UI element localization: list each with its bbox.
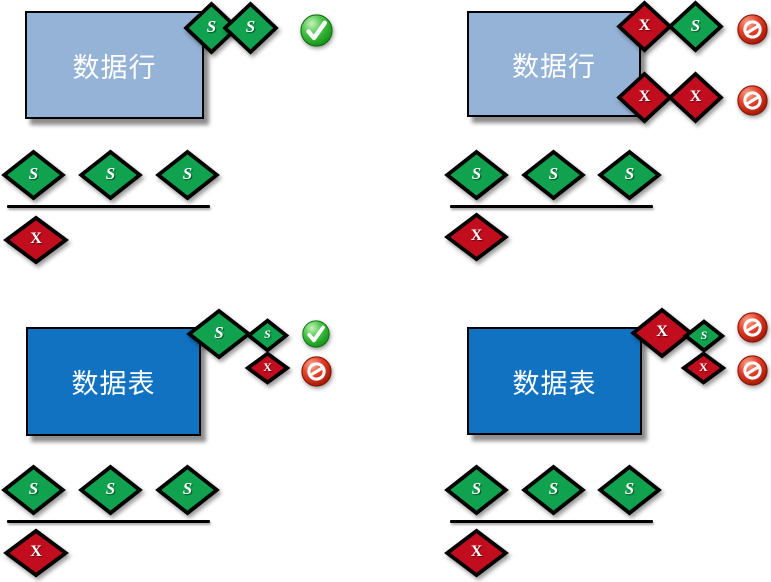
deny-diamond: X (618, 2, 671, 51)
grant-diamond: S (157, 466, 218, 514)
grant-diamond: S (523, 151, 584, 199)
grant-diamond: S (446, 151, 507, 199)
deny-diamond: X (5, 530, 67, 576)
data-row-box-label: 数据行 (512, 51, 596, 82)
grant-diamond: S (599, 466, 660, 514)
allowed-check-icon (300, 14, 333, 47)
deny-diamond: X (446, 530, 507, 576)
deny-diamond: X (446, 214, 507, 260)
grant-diamond: S (3, 151, 64, 199)
legend-divider-line (450, 205, 653, 208)
deny-diamond: X (669, 73, 722, 122)
deny-diamond: X (618, 73, 671, 122)
deny-diamond: X (5, 217, 67, 263)
data-table-box-label: 数据表 (512, 368, 597, 399)
blocked-no-entry-icon (301, 356, 332, 387)
grant-diamond: S (157, 151, 218, 199)
data-table-box: 数据表 (467, 327, 642, 435)
allowed-check-icon (302, 320, 330, 348)
legend-divider-line (7, 205, 210, 208)
grant-diamond: S (224, 3, 277, 53)
grant-diamond: S (669, 2, 722, 51)
grant-diamond: S (446, 466, 507, 514)
legend-divider-line (450, 520, 653, 523)
blocked-no-entry-icon (737, 14, 768, 45)
data-row-box: 数据行 (25, 11, 204, 119)
data-table-box: 数据表 (26, 327, 201, 436)
blocked-no-entry-icon (737, 85, 768, 116)
grant-diamond: S (3, 466, 64, 514)
grant-diamond: S (80, 151, 141, 199)
deny-diamond: X (247, 353, 288, 383)
deny-diamond: X (632, 309, 692, 357)
grant-diamond: S (248, 320, 287, 351)
data-row-box-label: 数据行 (72, 52, 157, 83)
data-row-box: 数据行 (467, 11, 641, 117)
data-table-box-label: 数据表 (71, 369, 156, 399)
grant-diamond: S (685, 321, 723, 351)
deny-diamond: X (683, 353, 724, 383)
grant-diamond: S (523, 466, 584, 514)
grant-diamond: S (188, 310, 250, 358)
legend-divider-line (7, 520, 210, 523)
grant-diamond: S (185, 3, 238, 53)
blocked-no-entry-icon (737, 312, 768, 343)
blocked-no-entry-icon (737, 355, 768, 386)
grant-diamond: S (80, 466, 141, 514)
grant-diamond: S (599, 151, 660, 199)
